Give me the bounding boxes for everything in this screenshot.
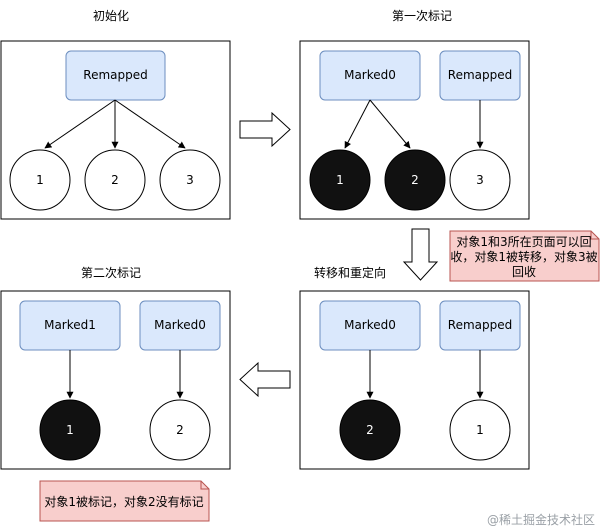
marked0-box-mark2-label: Marked0 (154, 318, 206, 332)
node-mark2-2 (149, 399, 211, 461)
note-1-line-3: 回收 (512, 265, 536, 279)
remapped-box-relocate-label: Remapped (448, 318, 512, 332)
right-arrow (239, 111, 291, 148)
arrow-mark1-to-1 (344, 99, 371, 149)
marked0-box-relocate-label: Marked0 (344, 318, 396, 332)
node-relocate-2 (339, 399, 401, 461)
note-1-line-2: 收，对象1被转移，对象3被 (450, 249, 597, 264)
node-mark2-1 (39, 399, 101, 461)
remapped-box-mark1-label: Remapped (448, 68, 512, 82)
note-1-line-1: 对象1和3所在页面可以回 (456, 235, 591, 249)
panel-title-relocate: 转移和重定向 (314, 265, 386, 280)
note-2-text: 对象1被标记，对象2没有标记 (44, 494, 203, 509)
node-mark2-1-label: 1 (66, 423, 74, 437)
node-mark1-1 (309, 149, 371, 211)
node-mark1-2-label: 2 (411, 173, 419, 187)
panel-title-mark1: 第一次标记 (392, 9, 452, 23)
arrow-init-to-3 (114, 99, 186, 149)
down-arrow (402, 228, 439, 281)
node-init-2 (84, 149, 146, 211)
node-init-2-label: 2 (111, 173, 119, 187)
node-init-3-label: 3 (186, 173, 194, 187)
marked0-box-mark1-label: Marked0 (344, 68, 396, 82)
panel-title-mark2: 第二次标记 (81, 266, 141, 280)
node-init-1-label: 1 (36, 173, 44, 187)
node-init-1 (9, 149, 71, 211)
arrow-init-to-1 (44, 99, 116, 149)
node-mark2-2-label: 2 (176, 423, 184, 437)
note-2 (39, 480, 210, 522)
remapped-box-init-label: Remapped (83, 68, 147, 82)
note-1-fold (590, 231, 599, 240)
arrow-mark1-to-2 (369, 99, 411, 149)
node-relocate-1 (449, 399, 511, 461)
note-1 (449, 230, 600, 282)
node-mark1-1-label: 1 (336, 173, 344, 187)
node-relocate-1-label: 1 (476, 423, 484, 437)
note-2-fold (200, 481, 209, 490)
node-mark1-3-label: 3 (476, 173, 484, 187)
marked1-box-mark2-label: Marked1 (44, 318, 96, 332)
node-mark1-3 (449, 149, 511, 211)
node-mark1-2 (384, 149, 446, 211)
panel-title-init: 初始化 (93, 9, 129, 23)
node-init-3 (159, 149, 221, 211)
watermark: @稀土掘金技术社区 (487, 512, 595, 527)
node-relocate-2-label: 2 (366, 423, 374, 437)
left-arrow (239, 361, 291, 398)
